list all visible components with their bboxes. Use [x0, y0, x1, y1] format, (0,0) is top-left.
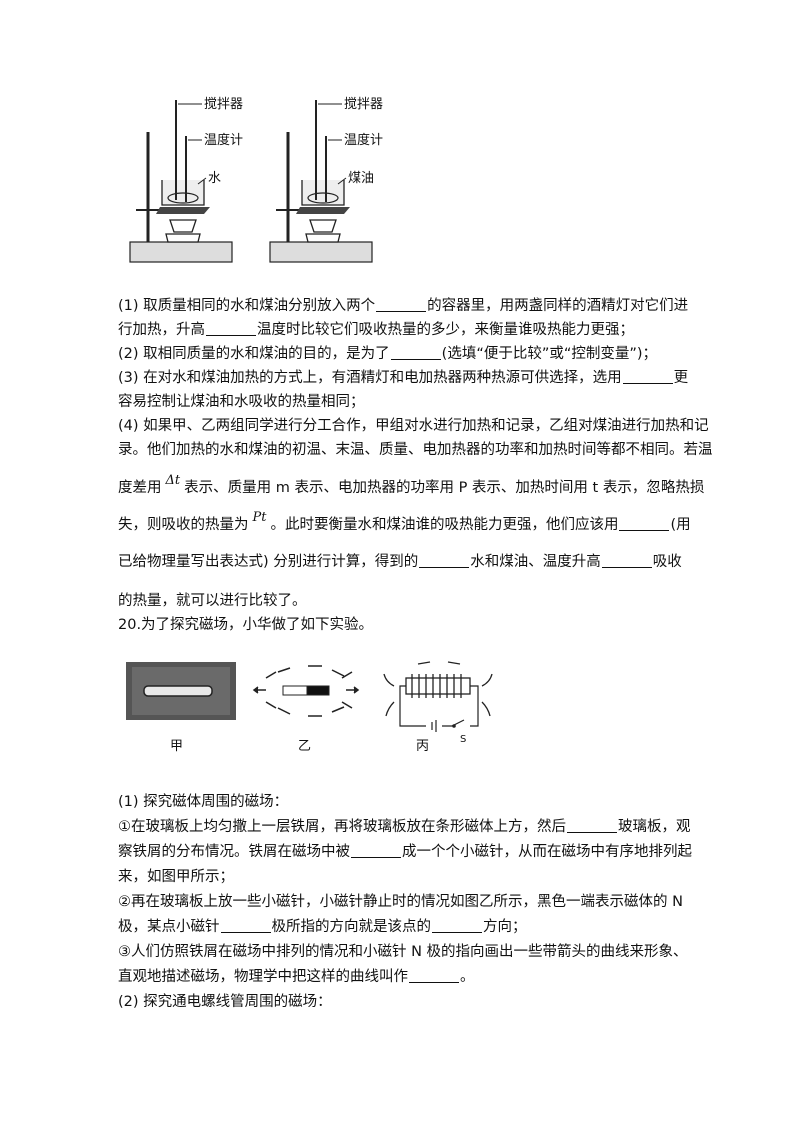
answer-blank[interactable] [567, 818, 617, 833]
label-stirrer-left: 搅拌器 [204, 96, 243, 112]
caption-yi: 乙 [298, 739, 311, 754]
kerosene-apparatus: 搅拌器 温度计 煤油 [269, 96, 383, 263]
q19-p4-line2: 录。他们加热的水和煤油的初温、末温、质量、电加热器的功率和加热时间等都不相同。若… [118, 442, 713, 458]
magnetism-figure: S 甲 乙 丙 [126, 661, 493, 754]
q19-p3-line2: 容易控制让煤油和水吸收的热量相同； [118, 394, 365, 410]
answer-blank[interactable] [601, 553, 652, 568]
figure-jia-iron-filings [126, 662, 236, 720]
label-water: 水 [208, 171, 221, 186]
q19-p4-end: 的热量，就可以进行比较了。 20.为了探究磁场，小华做了如下实验。 [118, 589, 683, 637]
q20-s1a-line1: ①在玻璃板上均匀撒上一层铁屑，再将玻璃板放在条形磁体上方，然后玻璃板，观 [118, 818, 691, 835]
answer-blank[interactable] [419, 553, 470, 568]
label-thermometer-left: 温度计 [204, 132, 243, 148]
heating-apparatus-figure: 搅拌器 温度计 水 搅拌器 温度计 煤油 [129, 96, 383, 263]
answer-blank[interactable] [390, 345, 441, 360]
figure-bing-solenoid-circuit: S [383, 661, 493, 745]
water-apparatus: 搅拌器 温度计 水 [129, 96, 243, 263]
answer-blank[interactable] [622, 369, 673, 384]
q19-text: (1) 取质量相同的水和煤油分别放入两个的容器里，用两盏同样的酒精灯对它们进 行… [118, 294, 713, 462]
label-kerosene: 煤油 [348, 171, 374, 186]
q19-p3-line1: (3) 在对水和煤油加热的方式上，有酒精灯和电加热器两种热源可供选择，选用更 [118, 369, 689, 386]
q20-s1c-line1: ③人们仿照铁屑在磁场中排列的情况和小磁针 N 极的指向画出一些带箭头的曲线来形象… [118, 944, 688, 960]
switch-label: S [460, 734, 466, 745]
answer-blank[interactable] [351, 843, 401, 858]
q19-p1-line1: (1) 取质量相同的水和煤油分别放入两个的容器里，用两盏同样的酒精灯对它们进 [118, 297, 689, 314]
q19-p2: (2) 取相同质量的水和煤油的目的，是为了(选填“便于比较”或“控制变量”)； [118, 345, 658, 362]
answer-blank[interactable] [220, 918, 271, 933]
delta-t-symbol: Δt [165, 473, 181, 488]
q19-p1-line2: 行加热，升高温度时比较它们吸收热量的多少，来衡量谁吸热能力更强； [118, 321, 634, 338]
q20-text: (1) 探究磁体周围的磁场： ①在玻璃板上均匀撒上一层铁屑，再将玻璃板放在条形磁… [118, 790, 692, 1015]
answer-blank[interactable] [376, 297, 427, 312]
q19-p4-line1: (4) 如果甲、乙两组同学进行分工合作，甲组对水进行加热和记录，乙组对煤油进行加… [118, 418, 709, 434]
label-thermometer-right: 温度计 [344, 132, 383, 148]
q20-s1a-line3: 来，如图甲所示； [118, 869, 234, 885]
q20-s1c-line2: 直观地描述磁场，物理学中把这样的曲线叫作。 [118, 968, 475, 985]
q19-p4-line5: 已给物理量写出表达式) 分别进行计算，得到的水和煤油、温度升高吸收 [118, 553, 682, 570]
label-stirrer-right: 搅拌器 [344, 96, 383, 112]
q20-s1a-line2: 察铁屑的分布情况。铁屑在磁场中被成一个个小磁针，从而在磁场中有序地排列起 [118, 843, 692, 860]
answer-blank[interactable] [206, 321, 256, 336]
q20-s1-title: (1) 探究磁体周围的磁场： [118, 794, 289, 810]
q19-p4-line6: 的热量，就可以进行比较了。 [118, 593, 307, 609]
q20-s1b-line1: ②再在玻璃板上放一些小磁针，小磁针静止时的情况如图乙所示，黑色一端表示磁体的 N [118, 894, 683, 910]
figure-yi-compass-needles [252, 665, 360, 717]
q20-title: 20.为了探究磁场，小华做了如下实验。 [118, 617, 374, 633]
pt-symbol: Pt [252, 510, 267, 525]
caption-jia: 甲 [170, 739, 183, 754]
q20-s2-title: (2) 探究通电螺线管周围的磁场： [118, 994, 332, 1010]
q20-s1b-line2: 极，某点小磁针极所指的方向就是该点的方向； [118, 918, 527, 935]
answer-blank[interactable] [619, 516, 670, 531]
caption-bing: 丙 [416, 739, 429, 754]
answer-blank[interactable] [409, 968, 459, 983]
answer-blank[interactable] [432, 918, 482, 933]
